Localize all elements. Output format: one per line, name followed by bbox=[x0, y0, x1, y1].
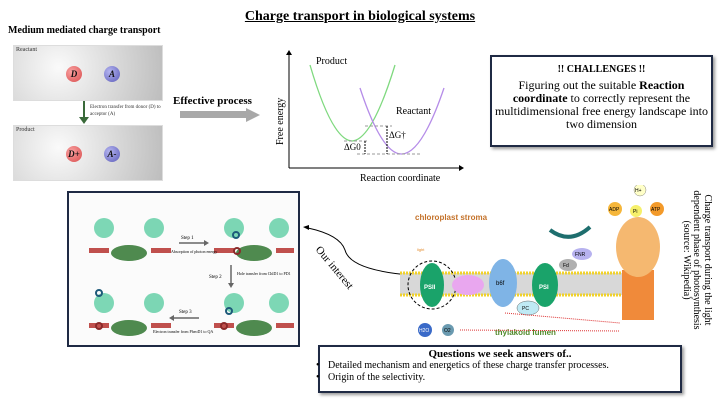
svg-text:PSII: PSII bbox=[424, 285, 436, 291]
reactant-curve bbox=[359, 87, 445, 155]
step2-label: Step 2 bbox=[209, 275, 222, 280]
question-item: Origin of the selectivity. bbox=[316, 372, 676, 384]
challenges-text: Figuring out the suitable Reaction coord… bbox=[494, 78, 709, 131]
product-image: Product D+ A- bbox=[13, 125, 163, 181]
reactant-image: Reactant D A bbox=[13, 45, 163, 101]
acceptor-minus-ball: A- bbox=[104, 146, 120, 162]
transfer-text: Electron transfer from donor (D) to acce… bbox=[90, 105, 161, 117]
dg0-label: ΔG0 bbox=[344, 142, 361, 152]
lumen-label: thylakoid lumen bbox=[495, 328, 556, 337]
svg-text:ADP: ADP bbox=[609, 207, 620, 213]
svg-text:H+: H+ bbox=[635, 188, 642, 194]
photosynthesis-diagram: chloroplast stroma thylakoid lumen PSII … bbox=[400, 185, 664, 337]
step1-desc: Absorption of photon energy bbox=[171, 249, 217, 254]
charge-transfer-steps-figure: Step 1 Absorption of photon energy Step … bbox=[67, 191, 300, 347]
down-arrow-icon bbox=[79, 101, 89, 124]
question-item: Detailed mechanism and energetics of the… bbox=[316, 360, 676, 372]
svg-text:PC: PC bbox=[522, 306, 529, 312]
reactant-curve-label: Reactant bbox=[396, 106, 431, 117]
svg-text:O2: O2 bbox=[444, 328, 451, 334]
challenges-heading: !! CHALLENGES !! bbox=[557, 64, 646, 75]
product-curve bbox=[309, 64, 396, 142]
svg-text:PSI: PSI bbox=[539, 285, 549, 291]
y-axis-label: Free energy bbox=[275, 98, 286, 145]
step3-desc: Electron transfer from PheoD1 to QA bbox=[153, 329, 213, 334]
step1-label: Step 1 bbox=[181, 236, 194, 241]
svg-text:FNR: FNR bbox=[575, 252, 586, 258]
svg-text:Pi: Pi bbox=[633, 209, 637, 215]
svg-text:ATP: ATP bbox=[651, 207, 661, 213]
svg-text:H2O: H2O bbox=[419, 328, 429, 334]
medium-heading: Medium mediated charge transport bbox=[8, 25, 161, 36]
dg-dagger-label: ΔG† bbox=[389, 130, 406, 140]
step2-desc: Hole transfer from ChlD1 to PD1 bbox=[237, 271, 291, 276]
product-curve-label: Product bbox=[316, 56, 347, 67]
svg-text:b6f: b6f bbox=[496, 281, 505, 287]
slide-title: Charge transport in biological systems bbox=[244, 9, 476, 24]
svg-text:light: light bbox=[417, 247, 425, 252]
donor-plus-ball: D+ bbox=[66, 146, 82, 162]
effective-process-label: Effective process bbox=[173, 95, 252, 107]
svg-text:Fd: Fd bbox=[563, 263, 569, 269]
free-energy-graph: Product Reactant ΔG0 ΔG† Reaction coordi… bbox=[275, 50, 464, 184]
interest-pointer-line bbox=[303, 225, 411, 276]
product-label: Product bbox=[16, 127, 35, 133]
stroma-label: chloroplast stroma bbox=[415, 213, 488, 222]
acceptor-ball: A bbox=[104, 66, 120, 82]
questions-heading: Questions we seek answers of.. bbox=[428, 348, 572, 360]
right-arrow-icon bbox=[180, 108, 260, 122]
questions-box: Questions we seek answers of.. Detailed … bbox=[316, 345, 682, 393]
x-axis-label: Reaction coordinate bbox=[360, 173, 441, 184]
reactant-label: Reactant bbox=[16, 47, 37, 53]
photosynthesis-caption: Charge transport during the light depend… bbox=[681, 190, 713, 330]
donor-ball: D bbox=[66, 66, 82, 82]
challenges-box: !! CHALLENGES !! Figuring out the suitab… bbox=[490, 55, 713, 147]
step3-label: Step 3 bbox=[179, 310, 192, 315]
